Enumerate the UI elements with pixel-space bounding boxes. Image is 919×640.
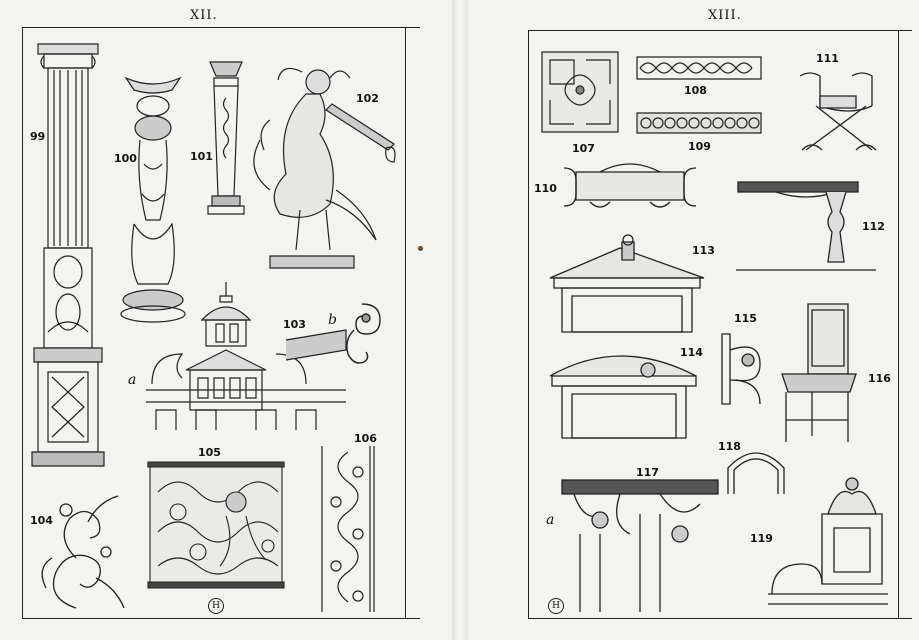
figure-107-tile <box>540 50 620 134</box>
figure-117-capital <box>560 474 720 614</box>
top-rule <box>528 30 912 31</box>
top-rule <box>22 27 420 28</box>
figure-111-chair <box>796 66 892 156</box>
figure-100-candlestick <box>120 74 186 324</box>
left-rule <box>528 30 529 619</box>
label-100: 100 <box>114 152 137 165</box>
label-99: 99 <box>30 130 46 143</box>
figure-104-vine <box>36 488 126 612</box>
bottom-rule <box>528 618 912 619</box>
figure-103-building <box>146 280 346 432</box>
figure-102-statue <box>246 60 396 282</box>
printer-mark: H <box>208 598 224 614</box>
label-109: 109 <box>688 140 711 153</box>
printer-mark: H <box>548 598 564 614</box>
label-114: 114 <box>680 346 703 359</box>
figure-108-band <box>636 56 762 80</box>
figure-112-table <box>736 180 876 280</box>
label-105: 105 <box>198 446 221 459</box>
label-108: 108 <box>684 84 707 97</box>
figure-110-cartouche <box>560 162 700 212</box>
figure-109-band <box>636 112 762 134</box>
figure-114-arch <box>548 340 698 440</box>
label-117: 117 <box>636 466 659 479</box>
figure-113-pediment <box>548 234 708 334</box>
paper-speck <box>418 246 423 251</box>
label-113: 113 <box>692 244 715 257</box>
page-right: XIII. 107 108 <box>468 0 919 640</box>
sublabel-117-a: a <box>546 512 555 528</box>
label-104: 104 <box>30 514 53 527</box>
label-116: 116 <box>868 372 891 385</box>
sublabel-103-b: b <box>328 312 337 328</box>
figure-119-crest <box>768 474 888 608</box>
label-106: 106 <box>354 432 377 445</box>
figure-106-strip <box>318 446 378 612</box>
bottom-rule <box>22 618 420 619</box>
label-107: 107 <box>572 142 595 155</box>
label-102: 102 <box>356 92 379 105</box>
label-103: 103 <box>283 318 306 331</box>
label-118: 118 <box>718 440 741 453</box>
page-number: XII. <box>190 8 218 23</box>
label-112: 112 <box>862 220 885 233</box>
right-rule <box>898 30 899 619</box>
figure-101-pedestal <box>206 58 246 218</box>
book-gutter <box>452 0 468 640</box>
page-left: XII. 99 <box>0 0 452 640</box>
figure-99-column <box>30 42 106 478</box>
figure-115-sconce <box>718 330 768 414</box>
figure-103b-scroll <box>340 300 384 370</box>
right-rule <box>405 27 406 619</box>
left-rule <box>22 27 23 619</box>
sublabel-103-a: a <box>128 372 137 388</box>
figure-118-arch-frame <box>724 450 788 496</box>
label-101: 101 <box>190 150 213 163</box>
label-111: 111 <box>816 52 839 65</box>
page-number: XIII. <box>708 8 742 23</box>
label-110: 110 <box>534 182 557 195</box>
figure-105-relief-panel <box>148 462 284 588</box>
figure-116-chair <box>778 300 858 446</box>
label-119: 119 <box>750 532 773 545</box>
label-115: 115 <box>734 312 757 325</box>
